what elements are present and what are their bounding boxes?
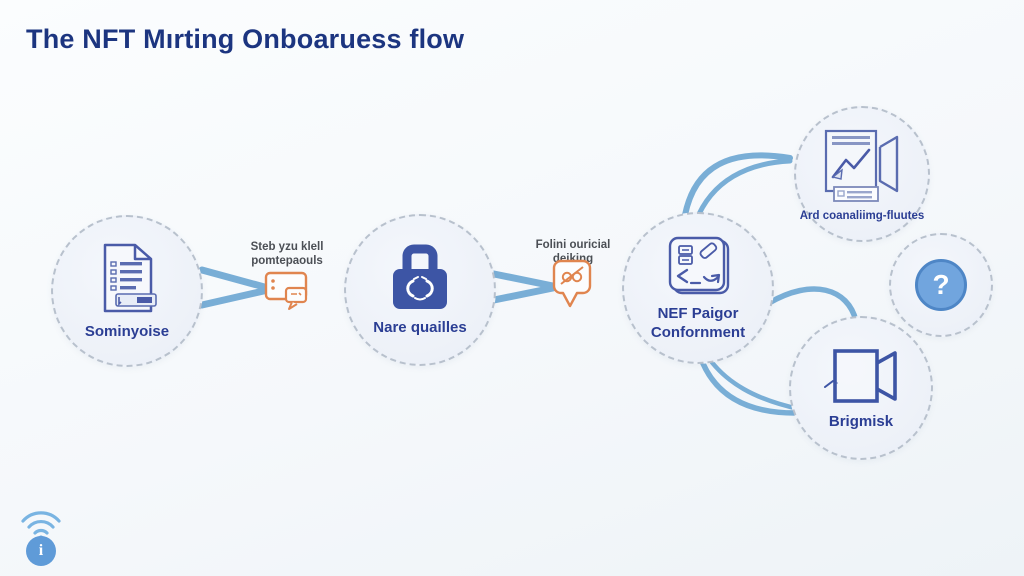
connector-node2-callout2: [490, 270, 557, 290]
node-label: NEF Paigor Confornment: [650, 305, 746, 341]
flow-node-ard: Ard coanaliimg-fluutes: [794, 106, 930, 242]
flow-node-nef-paigor: NEF Paigor Confornment: [622, 212, 774, 364]
connector-node3-node4: [682, 152, 793, 218]
card-pencil-icon: [662, 233, 734, 299]
video-camera-icon: [821, 345, 901, 407]
document-icon: [93, 241, 161, 317]
connector-node3-node5-upper: [766, 286, 859, 324]
flow-node-nare-quailles: Nare quailles: [344, 214, 496, 366]
info-icon: i: [26, 536, 56, 566]
pin-pencil-icon: [549, 258, 595, 317]
node-label: Sominyoise: [84, 322, 170, 340]
node-label: Brigmisk: [828, 412, 894, 430]
flow-node-sominyoise: Sominyoise: [51, 215, 203, 367]
connector-node3-node5-lower: [697, 353, 802, 416]
padlock-icon: [387, 243, 453, 313]
connector-node1-callout1: [198, 266, 272, 292]
flow-node-help: ?: [889, 233, 993, 337]
callout1-text: Steb yzu klell pomtepaouls: [250, 241, 324, 268]
node-label: Nare quailles: [373, 318, 467, 336]
node-label: Ard coanaliimg-fluutes: [799, 209, 925, 222]
question-mark-icon: ?: [915, 259, 967, 311]
chart-panel-icon: [820, 125, 904, 207]
chat-card-icon: [263, 270, 311, 321]
page-title: The NFT Mırting Onboaruess flow: [26, 24, 465, 54]
flow-node-brigmisk: Brigmisk: [789, 316, 933, 460]
